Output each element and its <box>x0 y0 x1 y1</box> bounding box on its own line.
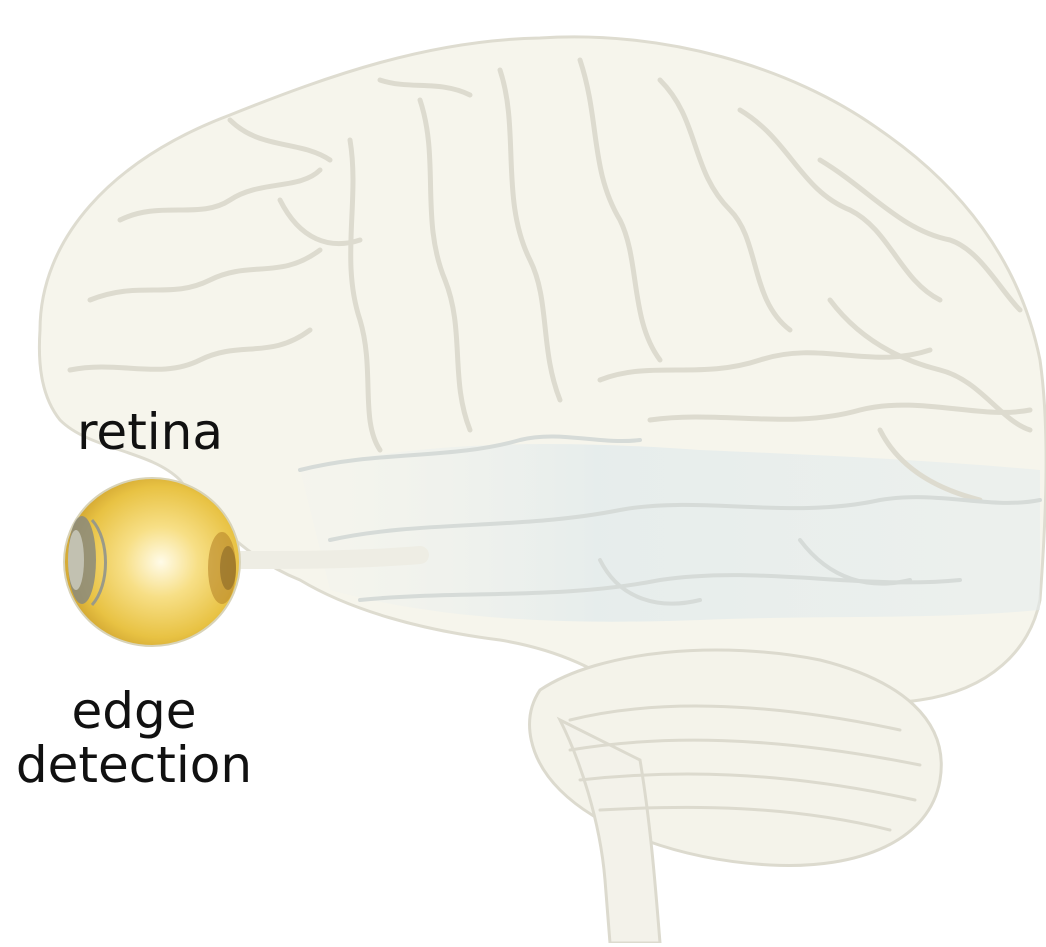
edge-detection-line-2: detection <box>0 738 268 792</box>
eyeball-icon <box>64 478 240 646</box>
edge-detection-label: edge detection <box>0 684 268 792</box>
edge-detection-line-1: edge <box>0 684 268 738</box>
retina-label: retina <box>30 405 270 459</box>
optic-nerve-shape <box>235 555 420 560</box>
